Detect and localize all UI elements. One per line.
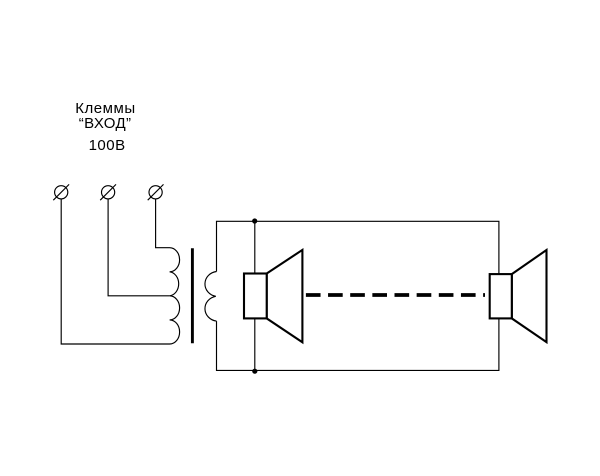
svg-text:100В: 100В	[89, 137, 126, 154]
svg-text:“ВХОД”: “ВХОД”	[79, 115, 132, 132]
svg-text:Клеммы: Клеммы	[75, 100, 136, 117]
